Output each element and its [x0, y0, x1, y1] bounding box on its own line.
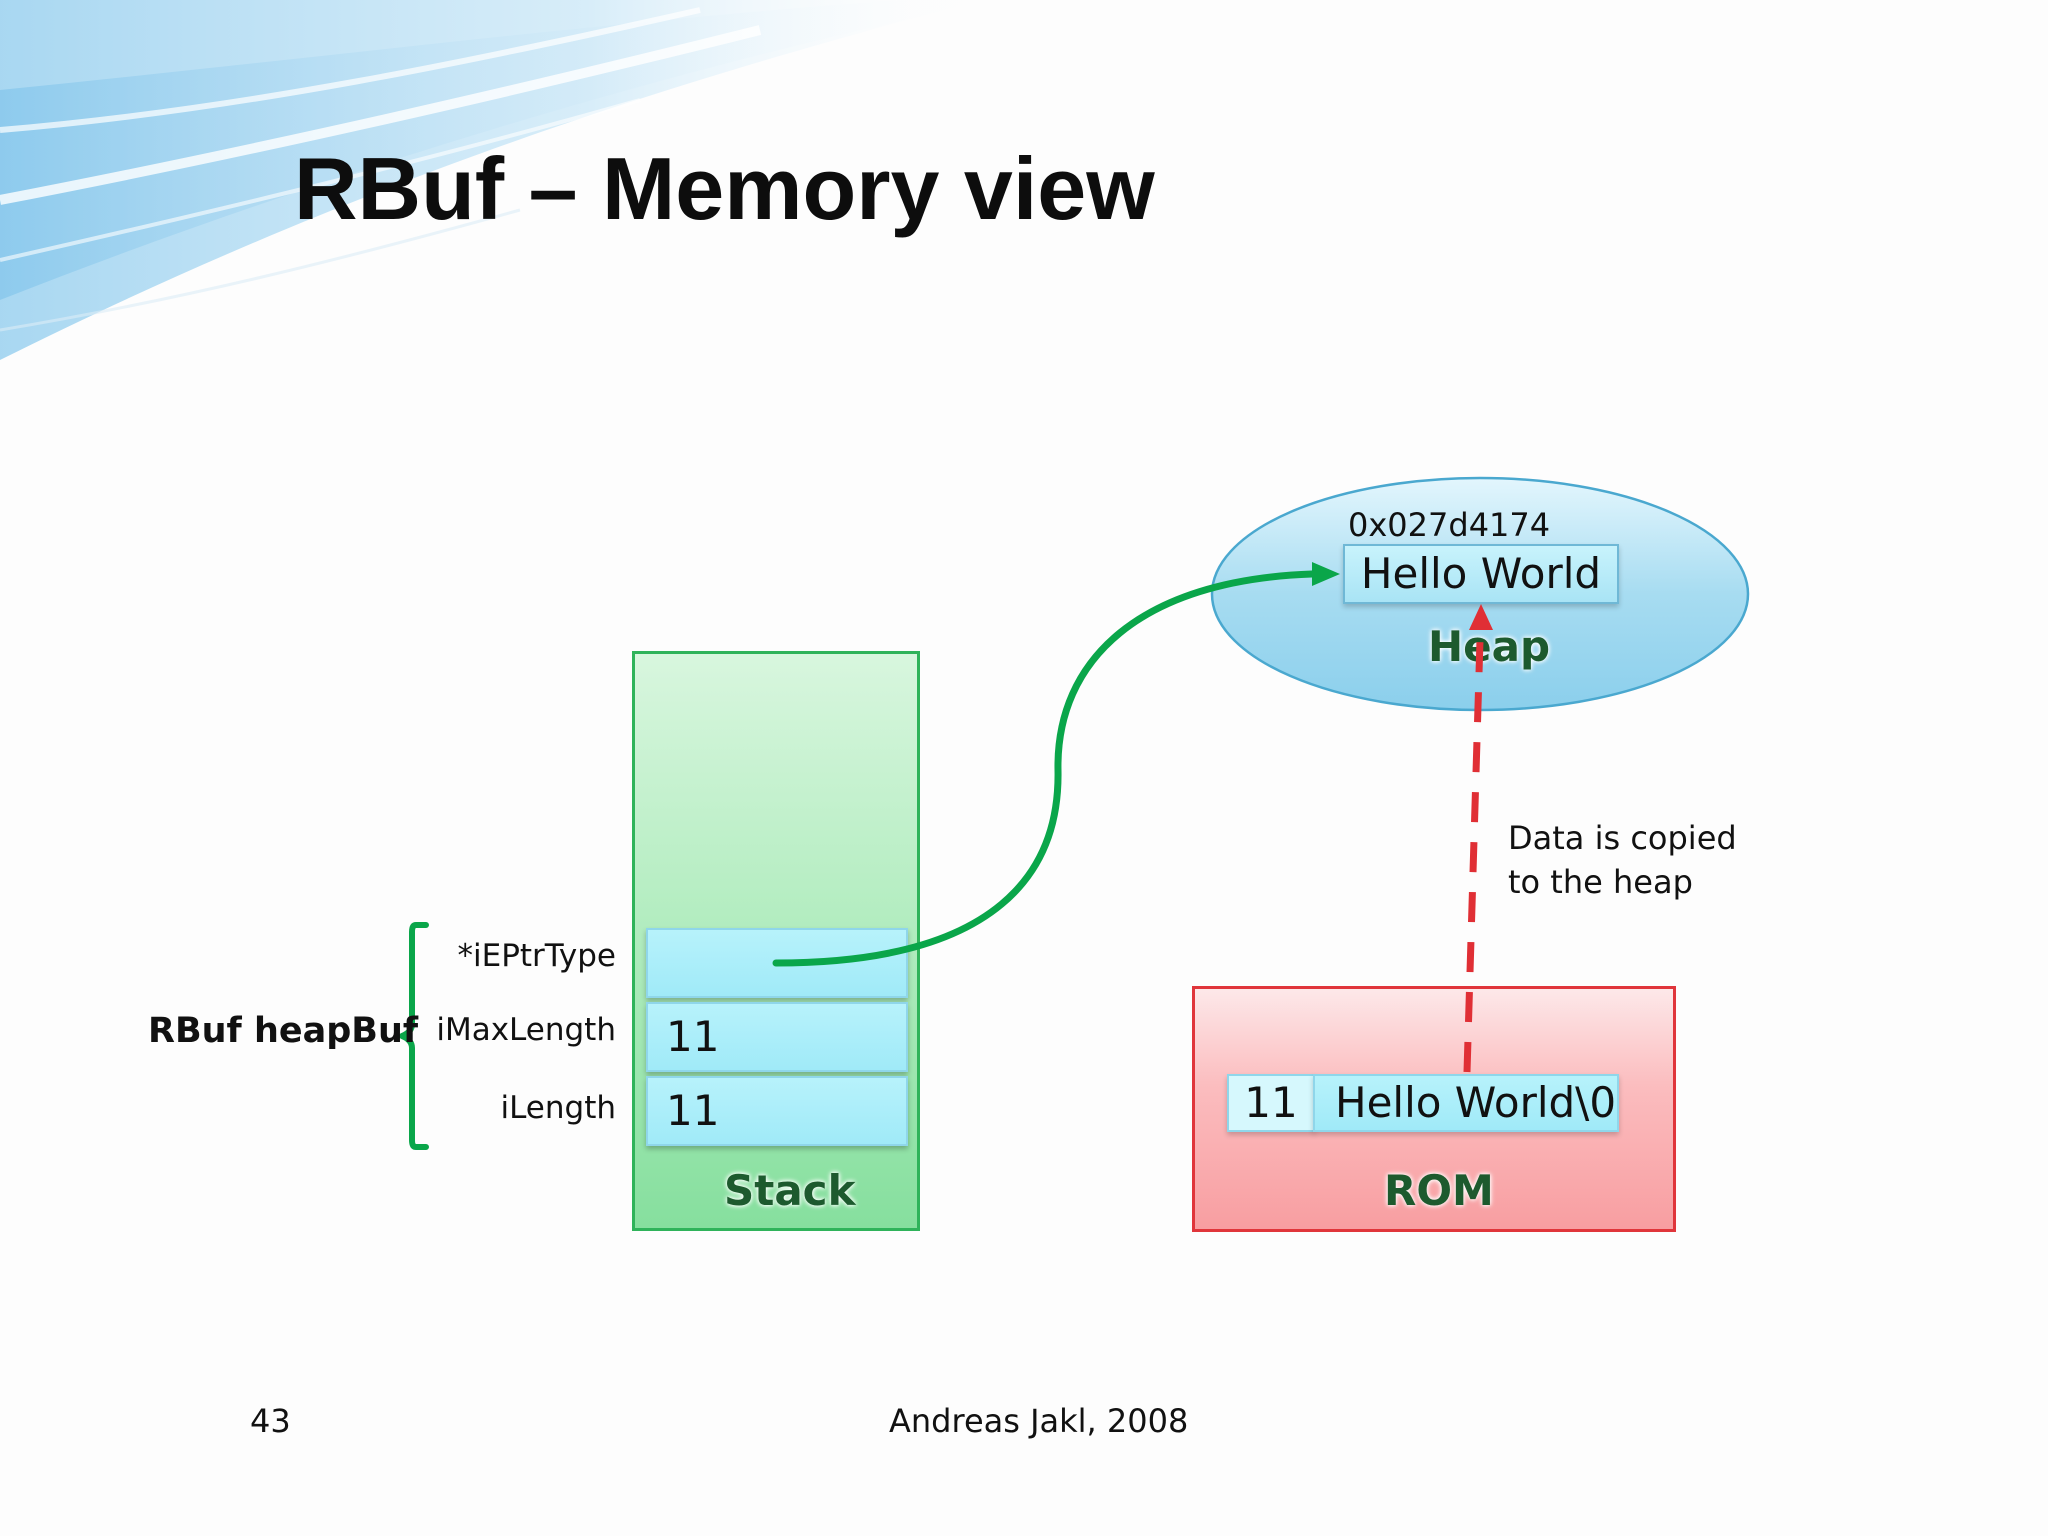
iMaxLength-value: 11: [666, 1012, 720, 1061]
footer-author: Andreas Jakl, 2008: [889, 1402, 1189, 1440]
stack-cell-iLength: 11: [646, 1076, 908, 1146]
rom-length-box: 11: [1227, 1074, 1315, 1132]
rom-string-box: Hello World\0: [1313, 1074, 1619, 1132]
pointer-arrow: [772, 570, 1316, 967]
iLength-value: 11: [666, 1086, 720, 1135]
field-label-iMaxLength: iMaxLength: [436, 1012, 616, 1048]
copy-annotation-line1: Data is copied: [1508, 819, 1737, 857]
background-swoosh: [0, 0, 1000, 360]
slide-title: RBuf – Memory view: [294, 139, 1155, 238]
copy-arrowhead: [1469, 604, 1493, 630]
page-number: 43: [250, 1402, 291, 1440]
copy-annotation-line2: to the heap: [1508, 863, 1693, 901]
pointer-arrowhead: [1312, 562, 1340, 586]
stack-cell-iMaxLength: 11: [646, 1002, 908, 1072]
field-label-iLength: iLength: [500, 1090, 616, 1126]
heap-address: 0x027d4174: [1348, 506, 1551, 544]
copy-arrow: [1463, 639, 1484, 1073]
stack-label: Stack: [724, 1166, 856, 1215]
rbuf-name: RBuf heapBuf: [148, 1011, 419, 1051]
rbuf-brace: [399, 922, 429, 1150]
field-label-iEPtrType: *iEPtrType: [457, 938, 617, 974]
heap-string-box: Hello World: [1343, 544, 1619, 604]
rom-label: ROM: [1384, 1166, 1494, 1215]
copy-annotation: Data is copied to the heap: [1508, 816, 1737, 904]
heap-label: Heap: [1428, 622, 1551, 671]
